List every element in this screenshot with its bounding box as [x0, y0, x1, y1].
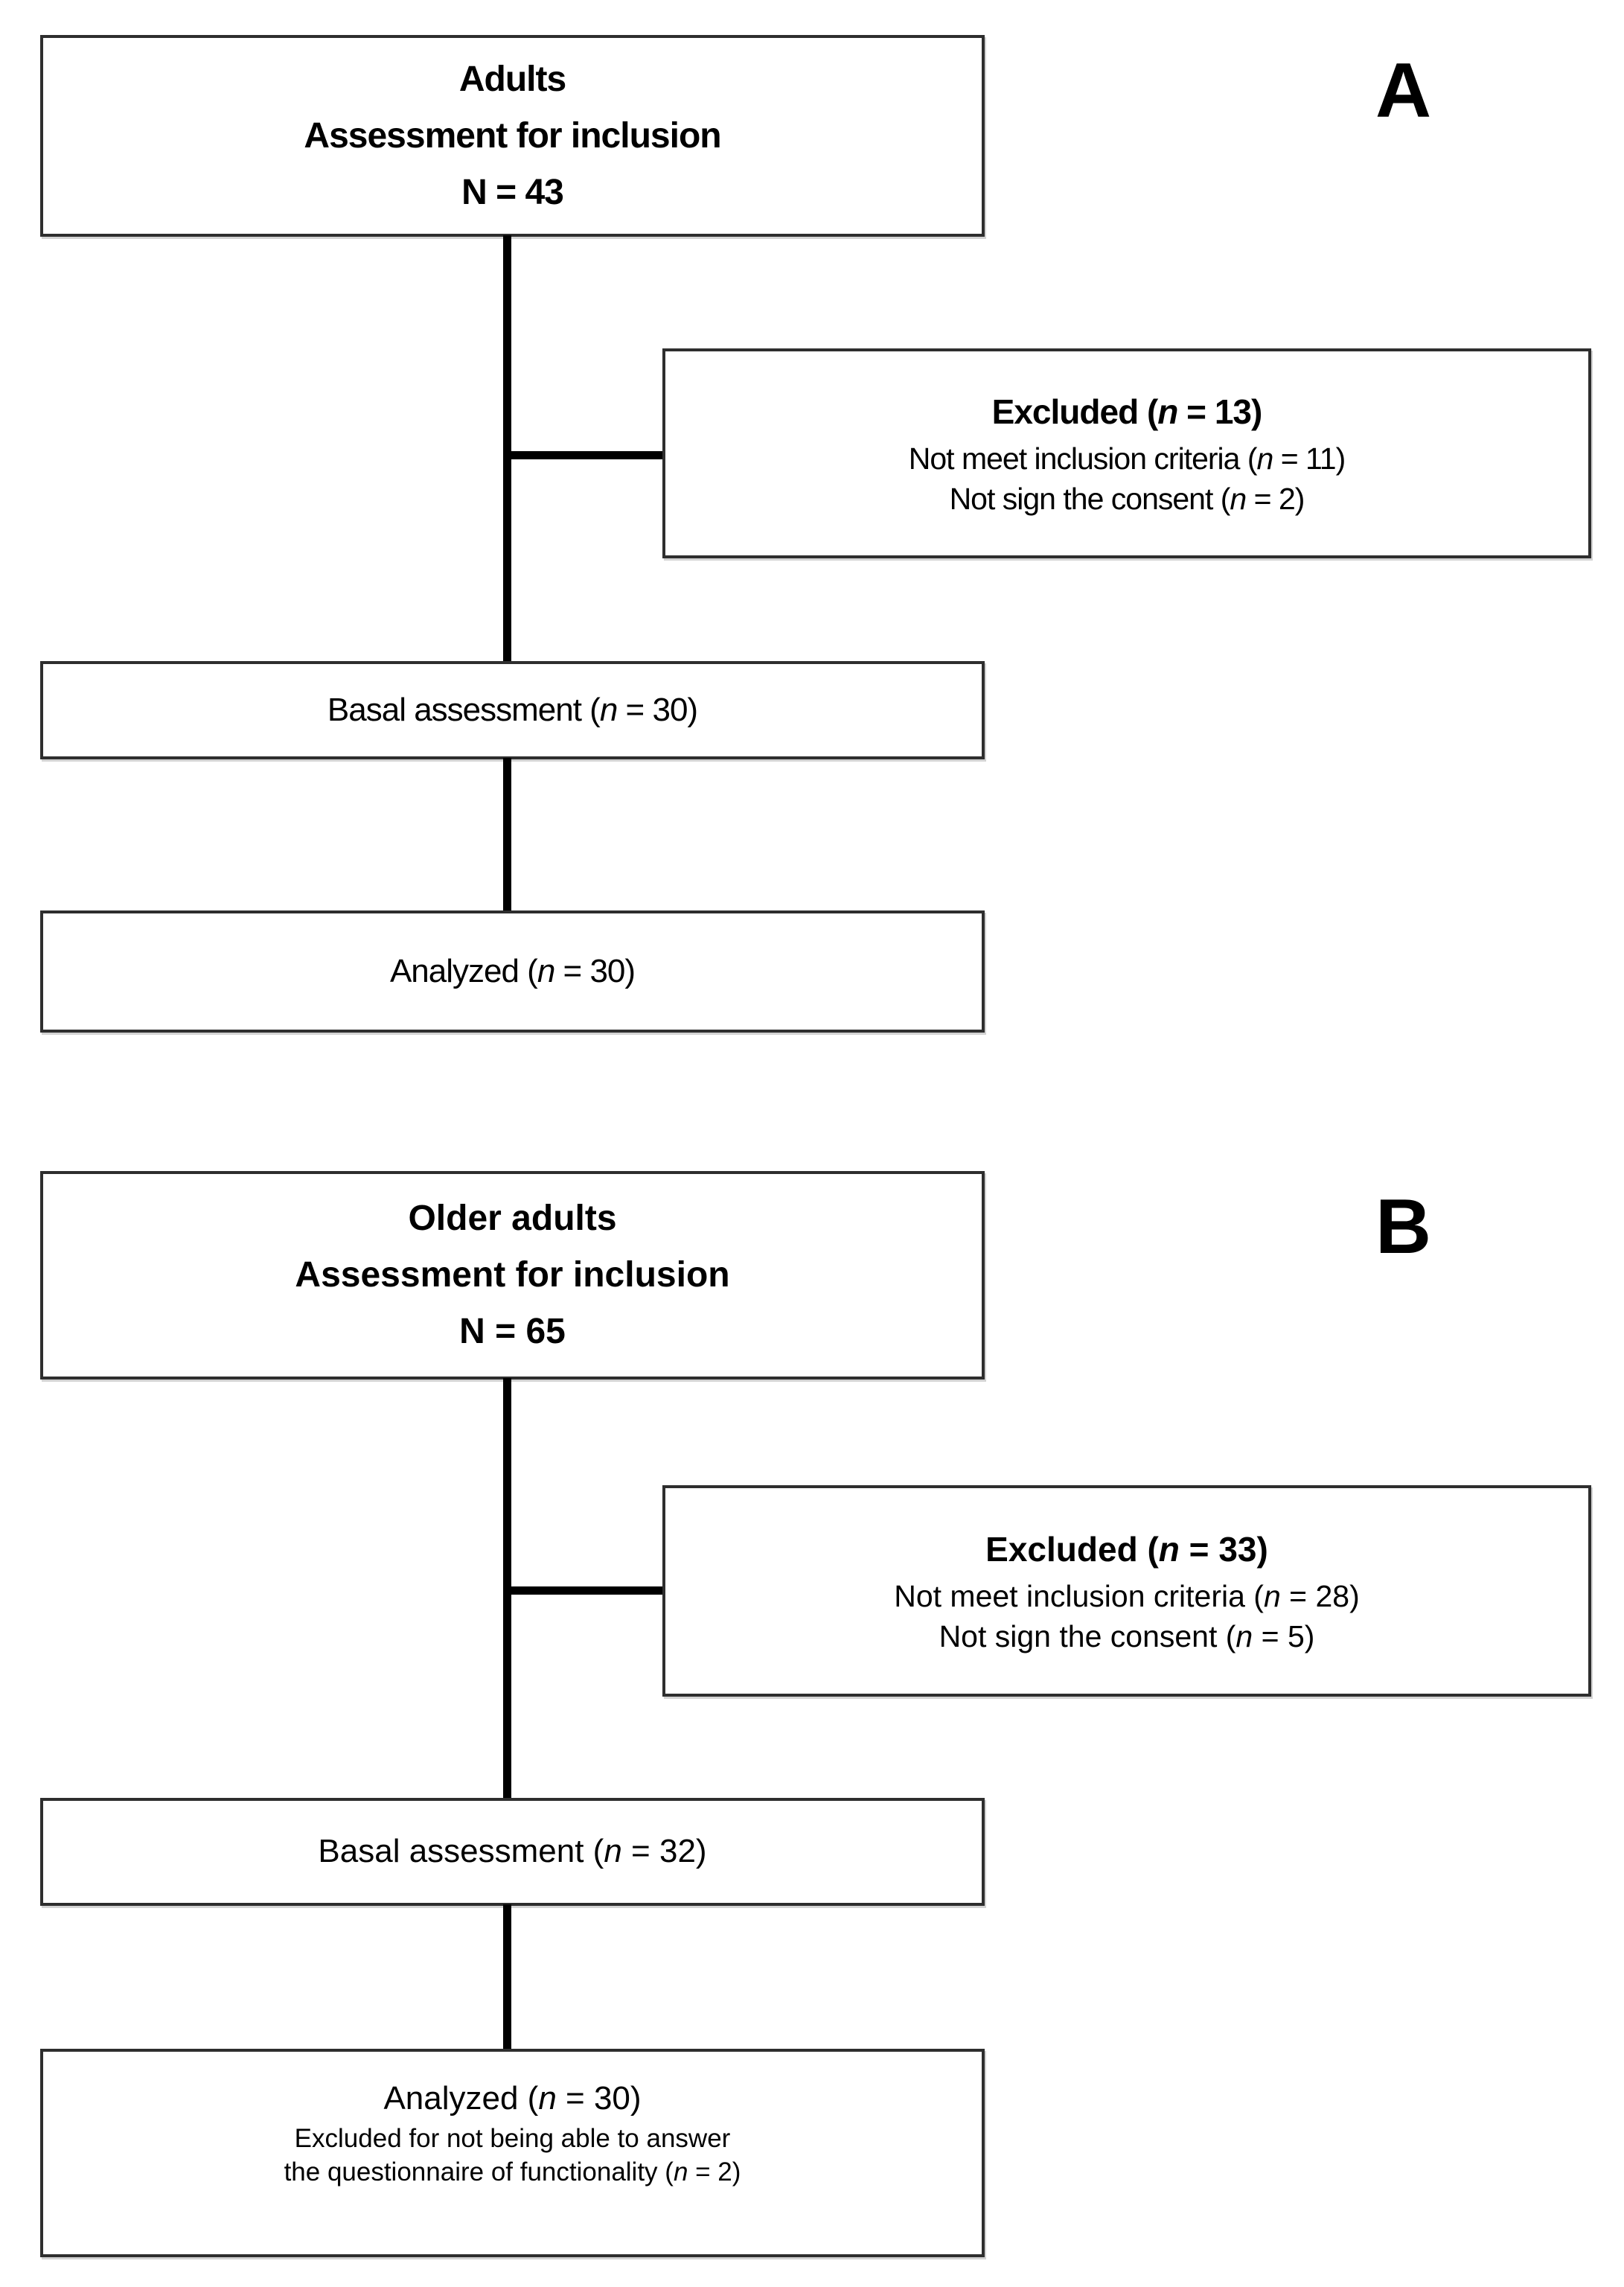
- text-segment: = 33): [1179, 1530, 1268, 1569]
- italic-n: n: [1263, 1579, 1281, 1613]
- italic-n: n: [1158, 1530, 1180, 1569]
- basal-assessment-text: Basal assessment (n = 30): [327, 691, 699, 730]
- text-segment: Not meet inclusion criteria (: [894, 1579, 1264, 1613]
- text-segment: Not meet inclusion criteria (: [908, 441, 1258, 476]
- text-segment: Excluded (: [991, 392, 1159, 431]
- italic-n: n: [673, 2157, 688, 2186]
- enrollment-line: Older adults: [408, 1199, 617, 1238]
- enrollment-box-a: Adults Assessment for inclusion N = 43: [40, 35, 985, 237]
- analyzed-text: Analyzed (n = 30): [383, 2076, 641, 2122]
- italic-n: n: [599, 691, 618, 728]
- enrollment-line: N = 65: [459, 1312, 566, 1351]
- panel-a-label: A: [1375, 48, 1432, 134]
- italic-n: n: [1157, 392, 1178, 431]
- basal-assessment-box-a: Basal assessment (n = 30): [40, 661, 985, 759]
- text-segment: Not sign the consent (: [949, 482, 1231, 516]
- text-segment: = 5): [1253, 1619, 1315, 1653]
- italic-n: n: [604, 1833, 622, 1870]
- connector-branch-b: [503, 1586, 662, 1595]
- excluded-box-b: Excluded (n = 33) Not meet inclusion cri…: [662, 1485, 1591, 1697]
- text-segment: Analyzed (: [389, 952, 538, 989]
- analyzed-text: Analyzed (n = 30): [389, 952, 636, 992]
- panel-b-label: B: [1375, 1184, 1432, 1270]
- italic-n: n: [1230, 482, 1247, 516]
- excluded-reason: Not meet inclusion criteria (n = 28): [894, 1576, 1360, 1616]
- excluded-title: Excluded (n = 13): [991, 388, 1263, 436]
- excluded-reason: Not sign the consent (n = 2): [950, 479, 1305, 519]
- text-segment: Analyzed (: [383, 2080, 539, 2117]
- connector-vertical-bottom-a: [503, 758, 511, 912]
- excluded-box-a: Excluded (n = 13) Not meet inclusion cri…: [662, 348, 1591, 558]
- enrollment-line: N = 43: [461, 172, 564, 212]
- text-segment: = 30): [554, 952, 636, 989]
- text-segment: = 2): [688, 2157, 741, 2186]
- text-segment: = 13): [1177, 392, 1262, 431]
- basal-assessment-text: Basal assessment (n = 32): [318, 1832, 706, 1872]
- analyzed-note-line: the questionnaire of functionality (n = …: [284, 2155, 741, 2189]
- connector-branch-a: [503, 451, 662, 459]
- enrollment-box-b: Older adults Assessment for inclusion N …: [40, 1171, 985, 1379]
- italic-n: n: [538, 2080, 557, 2117]
- italic-n: n: [1256, 441, 1273, 476]
- enrollment-line: Assessment for inclusion: [304, 115, 721, 156]
- analyzed-note-line: Excluded for not being able to answer: [294, 2124, 731, 2153]
- basal-assessment-box-b: Basal assessment (n = 32): [40, 1798, 985, 1906]
- text-segment: = 30): [617, 691, 699, 728]
- connector-vertical-top-a: [503, 235, 511, 664]
- text-segment: Basal assessment (: [327, 691, 601, 728]
- enrollment-line: Adults: [458, 59, 566, 99]
- excluded-reason: Not meet inclusion criteria (n = 11): [909, 438, 1346, 479]
- connector-vertical-bottom-b: [503, 1904, 511, 2050]
- excluded-reason: Not sign the consent (n = 5): [939, 1616, 1315, 1656]
- text-segment: Not sign the consent (: [939, 1619, 1236, 1653]
- italic-n: n: [537, 952, 556, 989]
- text-segment: the questionnaire of functionality (: [284, 2157, 674, 2186]
- enrollment-line: Assessment for inclusion: [295, 1255, 730, 1295]
- excluded-title: Excluded (n = 33): [985, 1525, 1268, 1573]
- analyzed-box-b: Analyzed (n = 30) Excluded for not being…: [40, 2049, 985, 2257]
- italic-n: n: [1235, 1619, 1253, 1653]
- analyzed-box-a: Analyzed (n = 30): [40, 910, 985, 1033]
- text-segment: Excluded (: [985, 1530, 1159, 1569]
- text-segment: = 11): [1273, 441, 1346, 476]
- text-segment: = 32): [621, 1833, 707, 1870]
- text-segment: = 2): [1246, 482, 1305, 516]
- text-segment: = 30): [556, 2080, 642, 2117]
- text-segment: Basal assessment (: [318, 1833, 604, 1870]
- text-segment: = 28): [1280, 1579, 1360, 1613]
